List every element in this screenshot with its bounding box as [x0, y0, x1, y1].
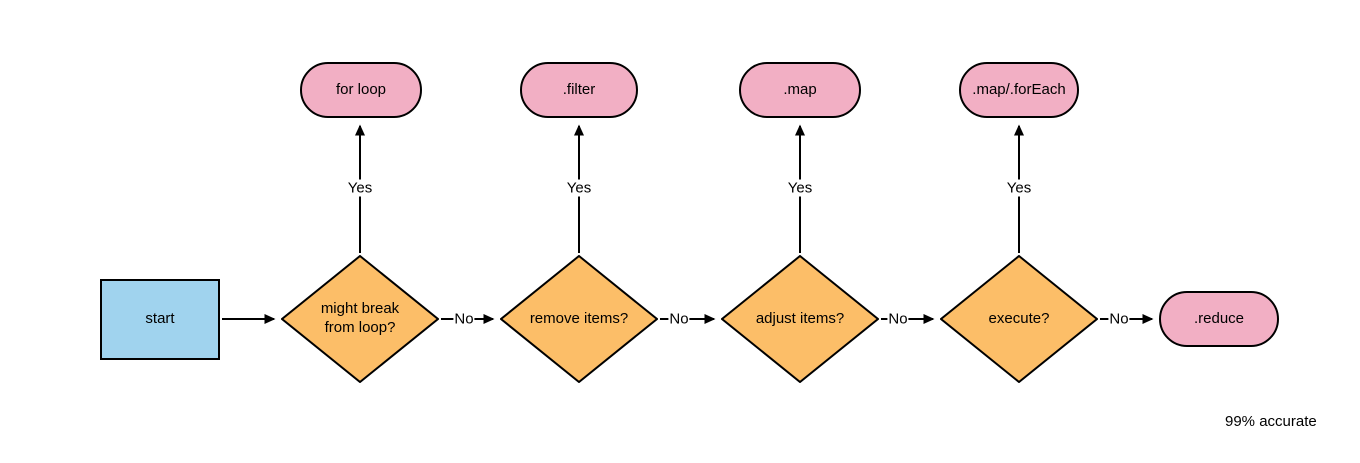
edge-label-no-4: No: [1108, 310, 1130, 328]
terminal-filter: .filter: [520, 62, 638, 118]
decision-remove-items: remove items?: [500, 255, 658, 383]
edge-label-yes-4: Yes: [1005, 179, 1033, 197]
terminal-label: .filter: [562, 80, 596, 98]
edge-label-yes-2: Yes: [565, 179, 593, 197]
terminal-map-foreach: .map/.forEach: [959, 62, 1079, 118]
start-node-label: start: [145, 310, 175, 328]
terminal-label: .reduce: [1193, 309, 1245, 327]
terminal-for-loop: for loop: [300, 62, 422, 118]
decision-label: might break from loop?: [320, 300, 400, 336]
terminal-label: for loop: [335, 80, 387, 98]
terminal-reduce: .reduce: [1159, 291, 1279, 347]
edge-label-no-1: No: [453, 310, 475, 328]
edge-label-no-2: No: [668, 310, 690, 328]
terminal-map: .map: [739, 62, 861, 118]
edge-label-yes-1: Yes: [346, 179, 374, 197]
accuracy-footnote: 99% accurate: [1225, 413, 1317, 430]
decision-label: adjust items?: [755, 309, 845, 327]
start-node: start: [100, 279, 220, 360]
terminal-label: .map: [783, 80, 817, 98]
diamond-shape: [940, 255, 1098, 383]
decision-adjust-items: adjust items?: [721, 255, 879, 383]
decision-label: remove items?: [529, 309, 629, 327]
diamond-shape: [281, 255, 439, 383]
decision-execute: execute?: [940, 255, 1098, 383]
edge-label-no-3: No: [887, 310, 909, 328]
decision-might-break-from-loop: might break from loop?: [281, 255, 439, 383]
decision-label: execute?: [988, 309, 1050, 327]
diamond-shape: [721, 255, 879, 383]
edge-label-yes-3: Yes: [786, 179, 814, 197]
terminal-label: .map/.forEach: [972, 80, 1066, 98]
diamond-shape: [500, 255, 658, 383]
